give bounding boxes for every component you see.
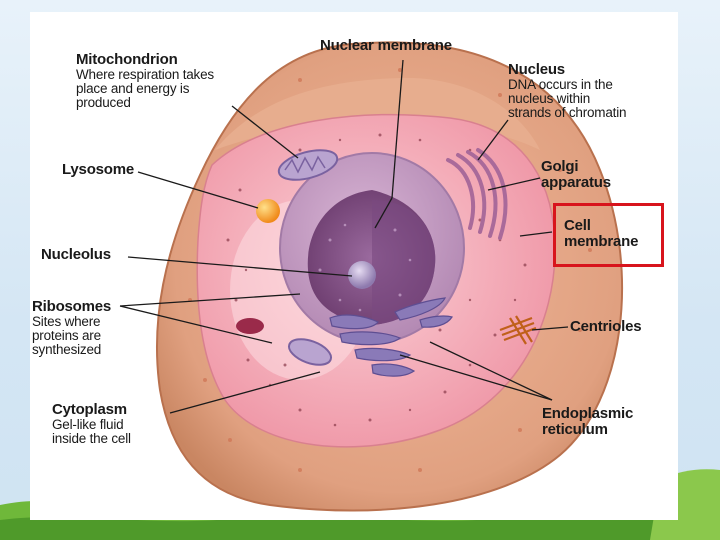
label-lysosome: Lysosome — [62, 162, 134, 178]
label-desc: produced — [76, 96, 214, 110]
label-desc: nucleus within — [508, 92, 626, 106]
label-title: Golgi — [541, 159, 611, 175]
nucleolus-shape — [348, 261, 376, 289]
vesicle-shape — [236, 318, 264, 334]
highlight-box — [553, 203, 664, 267]
label-desc: place and energy is — [76, 82, 214, 96]
label-desc: Where respiration takes — [76, 68, 214, 82]
label-title: Lysosome — [62, 162, 134, 178]
label-cytoplasm: Cytoplasm Gel-like fluid inside the cell — [52, 402, 131, 446]
label-nucleus: Nucleus DNA occurs in the nucleus within… — [508, 62, 626, 120]
label-title: reticulum — [542, 422, 633, 438]
label-desc: synthesized — [32, 343, 111, 357]
label-er: Endoplasmic reticulum — [542, 406, 633, 438]
label-desc: Gel-like fluid — [52, 418, 131, 432]
label-title: Centrioles — [570, 319, 641, 335]
label-centrioles: Centrioles — [570, 319, 641, 335]
label-title: Mitochondrion — [76, 52, 214, 68]
label-desc: DNA occurs in the — [508, 78, 626, 92]
label-title: apparatus — [541, 175, 611, 191]
label-title: Cytoplasm — [52, 402, 131, 418]
label-desc: Sites where — [32, 315, 111, 329]
label-nuclear-membrane: Nuclear membrane — [320, 38, 452, 54]
label-title: Nucleolus — [41, 247, 111, 263]
label-nucleolus: Nucleolus — [41, 247, 111, 263]
label-ribosomes: Ribosomes Sites where proteins are synth… — [32, 299, 111, 357]
label-title: Nuclear membrane — [320, 38, 452, 54]
label-title: Ribosomes — [32, 299, 111, 315]
label-title: Endoplasmic — [542, 406, 633, 422]
label-title: Nucleus — [508, 62, 626, 78]
nucleus-shape — [280, 153, 464, 343]
label-mitochondrion: Mitochondrion Where respiration takes pl… — [76, 52, 214, 110]
lysosome-shape — [256, 199, 280, 223]
label-desc: inside the cell — [52, 432, 131, 446]
label-golgi: Golgi apparatus — [541, 159, 611, 191]
label-desc: proteins are — [32, 329, 111, 343]
label-desc: strands of chromatin — [508, 106, 626, 120]
